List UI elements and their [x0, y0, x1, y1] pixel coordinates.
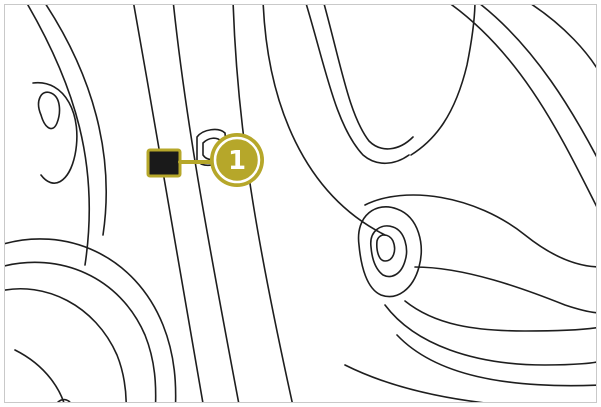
sill-curve-upper	[385, 305, 597, 365]
seat-top-curve	[525, 5, 597, 75]
wheel-arch-inner	[5, 262, 156, 403]
window-trim	[411, 5, 475, 155]
wheel-arch-outer	[5, 239, 176, 403]
tyre-curve	[15, 350, 67, 403]
floor-line	[345, 365, 485, 403]
sill-curve-lower	[397, 335, 597, 386]
tyre-hub-detail	[57, 400, 73, 403]
seat-back-outer	[445, 5, 597, 215]
callout-number: 1	[228, 146, 246, 176]
sticker-label-marker	[148, 150, 180, 176]
rear-panel-outer-curve	[25, 5, 89, 265]
window-lower-inner	[323, 5, 413, 149]
seat-back-inner	[475, 5, 597, 165]
illustration-frame: 1	[4, 4, 597, 403]
window-lower-outer	[305, 5, 409, 163]
line-drawing: 1	[5, 5, 597, 403]
anchor-cover-outer	[359, 207, 422, 297]
pillar-mid-edge	[173, 5, 241, 403]
body-outlines	[5, 5, 597, 403]
callout-1: 1	[210, 133, 264, 187]
seat-base-mid	[415, 267, 597, 313]
pillar-right-edge	[233, 5, 295, 403]
door-frame-curve	[263, 5, 385, 235]
rear-panel-inner-curve	[43, 5, 106, 235]
anchor-bolt	[377, 235, 395, 261]
anchor-cover-inner	[371, 226, 407, 276]
wheel-arch-lip	[5, 289, 126, 403]
fuel-flap-outline	[39, 92, 60, 128]
